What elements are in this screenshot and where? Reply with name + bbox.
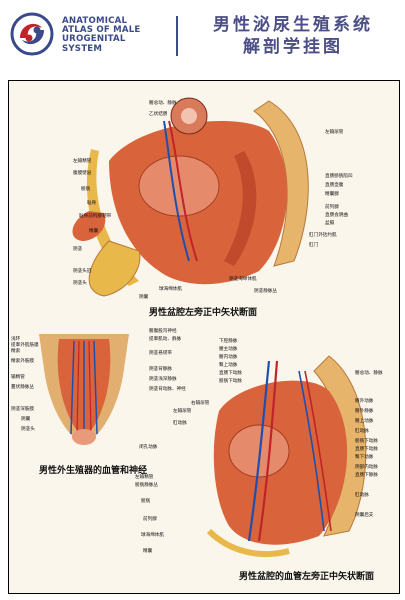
- chinese-title-line2: 解剖学挂图: [243, 37, 343, 57]
- label-glans-bl: 阴茎头: [21, 427, 35, 432]
- label-pubis: 耻骨: [87, 201, 97, 206]
- label-penis: 阴茎: [73, 247, 83, 252]
- label-internal-pudendal: 阴部内动脉: [355, 465, 378, 470]
- label-br-left-ureter: 左输尿管: [173, 409, 192, 414]
- label-br-common-iliac: 髂总动、静脉: [355, 371, 383, 376]
- label-cremasteric-vessels: 提睾肌动、静脉: [149, 337, 182, 342]
- label-scrotum: 阴囊: [139, 295, 149, 300]
- label-br-anal-artery: 肛动脉: [173, 421, 187, 426]
- english-title: ANATOMICAL ATLAS OF MALE UROGENITAL SYST…: [62, 16, 172, 54]
- label-superficial-deep-vein: 阴茎浅深静脉: [149, 377, 177, 382]
- label-br-seminal-vesicle: 精囊: [143, 549, 153, 554]
- label-sigmoid-colon: 乙状结肠: [149, 112, 168, 117]
- label-corona-glandis: 阴茎头冠: [73, 269, 92, 274]
- label-br-left-vas: 左输精管: [135, 475, 154, 480]
- label-seminal-gland: 精囊腺: [325, 192, 339, 197]
- label-rectal-ampulla: 直肠壶腹: [325, 183, 344, 188]
- label-cremaster-fascia: 提睾外肌筋膜: [11, 343, 39, 348]
- label-br-anal-artery-right: 肛动脉: [355, 429, 369, 434]
- label-superior-gluteal: 臀上动脉: [219, 363, 238, 368]
- label-superficial-ring: 浅环: [11, 337, 21, 342]
- label-spermatic-cord: 精索: [11, 349, 21, 354]
- pelvic-sagittal-illustration: [72, 97, 309, 297]
- header: ANATOMICAL ATLAS OF MALE UROGENITAL SYST…: [0, 0, 405, 70]
- label-external-iliac-vein: 髂外静脉: [355, 409, 374, 414]
- label-inferior-gluteal: 臀下动脉: [355, 455, 374, 460]
- english-title-line: UROGENITAL: [62, 34, 126, 45]
- label-external-spermatic-fascia: 精索外筋膜: [11, 359, 34, 364]
- english-title-line: ANATOMICAL: [62, 16, 128, 26]
- external-genitalia-illustration: [39, 334, 129, 445]
- label-pelvic-diaphragm: 盆膈: [325, 221, 335, 226]
- label-inferior-rectal: 直肠下动脉: [219, 371, 242, 376]
- label-cavernosus-muscle: 阴茎海绵体肌: [229, 277, 257, 282]
- label-ivc: 下腔静脉: [219, 339, 238, 344]
- label-external-iliac-artery: 髂外动脉: [355, 399, 374, 404]
- caption-bottom-right: 男性盆腔的血管左旁正中矢状断面: [239, 572, 375, 582]
- label-ductus-deferens: 输精管: [11, 375, 25, 380]
- label-left-vas-deferens: 左输精管: [73, 159, 92, 164]
- label-pampiniform-plexus: 蔓状静脉丛: [11, 385, 34, 390]
- label-posterior-scrotal: 阴囊后支: [355, 513, 374, 518]
- english-title-line: SYSTEM: [62, 43, 103, 54]
- label-penile-venous-plexus: 阴茎静脉丛: [254, 289, 277, 294]
- label-dorsal-vein: 阴茎背静脉: [149, 367, 172, 372]
- label-br-inferior-rectal: 直肠下动脉: [355, 447, 378, 452]
- logo-icon: [10, 12, 54, 56]
- label-left-ureter: 左输尿管: [325, 130, 344, 135]
- label-superior-artery: 髂上动脉: [355, 419, 374, 424]
- label-br-anal-artery-2: 肛动脉: [355, 493, 369, 498]
- label-br-bulbospongiosus: 球海绵体肌: [141, 533, 164, 538]
- label-inferior-vesical: 膀胱下动脉: [219, 379, 242, 384]
- label-deep-penile-fascia: 阴茎深筋膜: [11, 407, 34, 412]
- label-internal-iliac: 髂内动脉: [219, 355, 238, 360]
- label-inferior-rectal-vein: 直肠下静脉: [355, 473, 378, 478]
- label-external-anal-sphincter: 肛门外括约肌: [309, 233, 337, 238]
- label-glans-penis: 阴茎头: [73, 281, 87, 286]
- label-obturator-artery: 闭孔动脉: [139, 445, 158, 450]
- label-dorsal-artery-nerve: 阴茎背动脉、神经: [149, 387, 186, 392]
- label-perineal-flexure: 直肠会阴曲: [325, 213, 348, 218]
- label-puboprostatic-ligament: 耻骨前列腺韧带: [79, 214, 112, 219]
- chinese-title: 男性泌尿生殖系统 解剖学挂图: [188, 14, 398, 58]
- label-rectovesical-pouch: 直肠膀胱陷凹: [325, 174, 353, 179]
- label-scrotum-bl: 阴囊: [21, 417, 31, 422]
- caption-bottom-left: 男性外生殖器的血管和神经: [39, 466, 148, 476]
- header-divider: [176, 16, 178, 56]
- label-bulbospongiosus: 球海绵体肌: [159, 287, 182, 292]
- main-panel: 左输精管 腹膜壁层 膀胱 耻骨 耻骨前列腺韧带 精囊 阴茎 阴茎头冠 阴茎头 髂…: [8, 80, 400, 594]
- label-seminal-vesicle: 精囊: [89, 229, 99, 234]
- label-common-iliac: 髂总动、静脉: [149, 101, 177, 106]
- label-br-inferior-vesical: 膀胱下动脉: [355, 439, 378, 444]
- label-ilioinguinal-nerve: 髂腹股沟神经: [149, 329, 177, 334]
- pelvic-vessels-illustration: [206, 355, 367, 557]
- label-peritoneum: 腹膜壁层: [73, 171, 92, 176]
- label-anus: 肛门: [309, 243, 319, 248]
- chinese-title-line1: 男性泌尿生殖系统: [213, 15, 373, 35]
- label-lumbar-aorta: 腰主动脉: [219, 347, 238, 352]
- label-vesical-venous-plexus: 膀胱静脉丛: [135, 483, 158, 488]
- label-br-prostate: 前列腺: [143, 517, 157, 522]
- label-right-ureter: 右输尿管: [191, 401, 210, 406]
- label-suspensory-ligament: 阴茎悬韧带: [149, 351, 172, 356]
- english-title-line: ATLAS OF MALE: [62, 25, 141, 36]
- caption-top-figure: 男性盆腔左旁正中矢状断面: [149, 308, 258, 318]
- label-bladder: 膀胱: [81, 187, 91, 192]
- label-br-bladder: 膀胱: [141, 499, 151, 504]
- label-prostate: 前列腺: [325, 205, 339, 210]
